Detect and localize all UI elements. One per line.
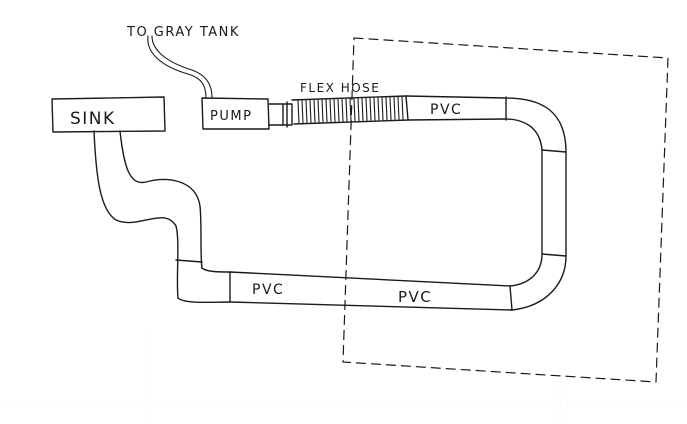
sink-elbow-joint <box>175 259 203 263</box>
flex-hose-ridge <box>345 98 348 122</box>
flex-hose-ridge <box>401 96 404 120</box>
flex-hose-ridge <box>385 97 388 121</box>
flex-hose-ridge <box>389 97 392 121</box>
flex-hose-ridge <box>369 97 372 121</box>
flex-hose-ridge <box>309 99 312 123</box>
flex-hose-outline <box>291 95 409 125</box>
flex-hose-ridge <box>297 100 300 124</box>
pump-box <box>201 97 270 130</box>
flex-hose-ridge <box>373 97 376 121</box>
flex-hose-ridge <box>349 98 352 122</box>
pvc-top-label: PVC <box>430 102 462 118</box>
pvc-bottom-left-label: PVC <box>252 282 284 298</box>
flex-hose-ridge <box>353 98 356 122</box>
flex-hose-ridge <box>377 97 380 121</box>
flex-hose-label: FLEX HOSE <box>300 81 380 95</box>
flex-hose-ridge <box>317 99 320 123</box>
flex-hose-ridge <box>305 99 308 124</box>
flex-hose-ridge <box>337 98 340 122</box>
flex-hose-ridge <box>393 96 396 120</box>
bottom-right-elbow <box>509 253 567 311</box>
faint-guides <box>0 330 687 424</box>
flex-hose-ridge <box>313 99 316 123</box>
gray-tank-line <box>147 35 213 99</box>
flex-hose-ridge <box>301 100 304 124</box>
to-gray-tank-label: TO GRAY TANK <box>126 25 240 40</box>
flex-hose-ridge <box>341 98 344 122</box>
sink-box <box>51 96 166 133</box>
flex-hose-ridge <box>333 98 336 123</box>
sink-drain-pipe <box>93 130 203 299</box>
dashed-boundary <box>342 37 669 383</box>
pump-label: PUMP <box>210 109 252 124</box>
pvc-bottom-right-label: PVC <box>398 288 432 306</box>
pvc-bottom-pipe <box>229 271 513 311</box>
top-right-elbow <box>505 96 567 153</box>
flex-hose-ridge <box>361 97 364 122</box>
bottom-left-elbow <box>177 267 231 304</box>
flex-hose-ridge <box>329 99 332 123</box>
flex-hose-ridge <box>325 99 328 123</box>
flex-hose-ridge <box>397 96 400 120</box>
pvc-top-pipe <box>405 95 507 121</box>
flex-hose-ridge <box>381 97 384 121</box>
pump-connector <box>268 101 293 128</box>
flex-hose-ridge <box>357 98 360 122</box>
flex-hose-ridge <box>321 99 324 123</box>
flex-hose-corrugations <box>297 96 404 124</box>
right-vertical-pipe <box>541 149 567 257</box>
flex-hose-ridge <box>365 97 368 121</box>
sink-label: SINK <box>70 109 116 129</box>
